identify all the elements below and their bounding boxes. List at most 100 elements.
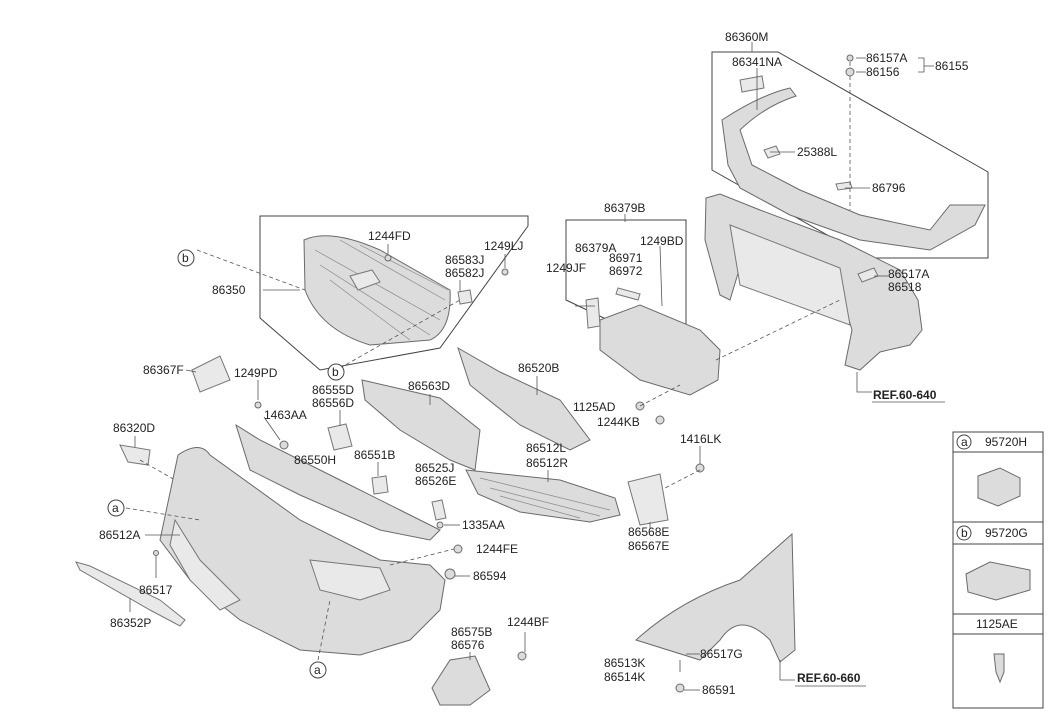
label-86563D: 86563D	[408, 379, 450, 393]
grille-emblem	[349, 269, 381, 291]
bracket-86551B	[371, 475, 389, 495]
clip-icon	[153, 550, 159, 556]
bracket-86583J	[457, 289, 473, 305]
legend-b-letter: b	[961, 526, 968, 540]
label-86520B: 86520B	[518, 361, 559, 375]
label-86518: 86518	[888, 280, 922, 294]
lower-opening	[169, 518, 241, 611]
ref-60-640: REF.60-640	[873, 388, 937, 402]
callout-a-letter: a	[314, 663, 321, 677]
air-guard-shape	[599, 304, 721, 396]
fog-cover-shape	[431, 655, 491, 706]
legend-b-part: 95720G	[985, 526, 1028, 540]
label-1244FD: 1244FD	[368, 229, 411, 243]
callout-b-letter: b	[182, 251, 189, 265]
label-86320D: 86320D	[113, 421, 155, 435]
lower-grille-mesh	[479, 477, 611, 519]
leader	[263, 416, 281, 441]
label-86525J: 86525J	[415, 461, 454, 475]
legend-a-part: 95720H	[985, 435, 1027, 449]
label-86512R: 86512R	[526, 456, 568, 470]
dash-line	[196, 249, 306, 291]
absorber-piece	[739, 75, 765, 93]
legend-callout-b	[956, 525, 972, 541]
carrier-group	[704, 193, 945, 403]
label-86591: 86591	[702, 683, 736, 697]
dash-line	[664, 469, 701, 489]
label-1244FE: 1244FE	[476, 542, 518, 556]
dash-line	[639, 384, 681, 407]
label-1244BF: 1244BF	[507, 615, 549, 629]
fog-cover-group	[431, 632, 527, 706]
dash-line	[389, 548, 455, 566]
screw-icon	[517, 651, 527, 661]
bracket-86379A	[585, 297, 601, 329]
label-86367F: 86367F	[143, 363, 184, 377]
grille-mesh	[314, 239, 449, 341]
label-86155: 86155	[935, 59, 969, 73]
label-86555D: 86555D	[312, 383, 354, 397]
lower-grille-shape	[465, 469, 621, 523]
label-1249JF: 1249JF	[546, 261, 586, 275]
legend-a-letter: a	[961, 435, 968, 449]
carrier-opening	[729, 224, 851, 326]
leader	[659, 245, 663, 307]
label-86156: 86156	[866, 65, 900, 79]
label-86379A: 86379A	[575, 241, 616, 255]
label-86513K: 86513K	[604, 656, 645, 670]
legend-c-part: 1125AE	[976, 617, 1018, 631]
fog-opening	[309, 559, 391, 601]
label-86568E: 86568E	[628, 525, 669, 539]
beam-86550H	[235, 423, 441, 541]
screw-icon	[384, 254, 392, 262]
label-1125AD: 1125AD	[573, 400, 616, 414]
label-86526E: 86526E	[415, 474, 456, 488]
cover-86568E	[627, 473, 669, 526]
grille-group	[196, 215, 529, 371]
callout-b-circle	[327, 363, 345, 381]
bumper-beam-box	[711, 51, 989, 259]
label-86360M: 86360M	[725, 30, 768, 44]
callout-a-letter: a	[112, 501, 119, 515]
molding-86352P	[75, 561, 186, 627]
dash-line	[317, 599, 331, 661]
bolt-icon	[675, 683, 685, 693]
nut-icon	[444, 568, 456, 580]
nut-icon	[845, 67, 855, 77]
bumper-beam-group	[711, 42, 989, 259]
screw-icon	[254, 401, 262, 409]
screw-icon	[846, 54, 854, 62]
pad-86971	[615, 287, 641, 301]
leader	[185, 369, 197, 373]
label-86971: 86971	[609, 251, 643, 265]
screw-icon	[695, 463, 705, 473]
label-86352P: 86352P	[110, 616, 151, 630]
label-1249BD: 1249BD	[640, 234, 684, 248]
lip-86520B	[457, 346, 591, 451]
label-86796: 86796	[872, 181, 906, 195]
middle-parts-group	[119, 346, 591, 541]
sensor-95720G-icon	[965, 561, 1031, 601]
callout-a-circle	[309, 661, 327, 679]
label-86551B: 86551B	[354, 448, 395, 462]
clip-icon	[279, 440, 289, 450]
label-86514K: 86514K	[604, 670, 645, 684]
label-86379B: 86379B	[604, 201, 645, 215]
label-86972: 86972	[609, 264, 643, 278]
label-86512L: 86512L	[526, 441, 566, 455]
dash-line	[715, 299, 841, 361]
label-1249PD: 1249PD	[234, 366, 278, 380]
label-1249LJ: 1249LJ	[484, 239, 523, 253]
grille-box	[259, 215, 529, 371]
label-25388L: 25388L	[797, 145, 837, 159]
label-86567E: 86567E	[628, 539, 669, 553]
air-guard-group	[565, 214, 841, 425]
ref-60-660: REF.60-660	[797, 671, 861, 685]
label-86583J: 86583J	[445, 253, 484, 267]
fender-group	[635, 532, 866, 693]
label-1335AA: 1335AA	[462, 518, 505, 532]
label-1463AA: 1463AA	[264, 408, 307, 422]
label-86517A: 86517A	[888, 267, 929, 281]
dash-line	[125, 507, 201, 521]
label-1244KB: 1244KB	[597, 415, 640, 429]
